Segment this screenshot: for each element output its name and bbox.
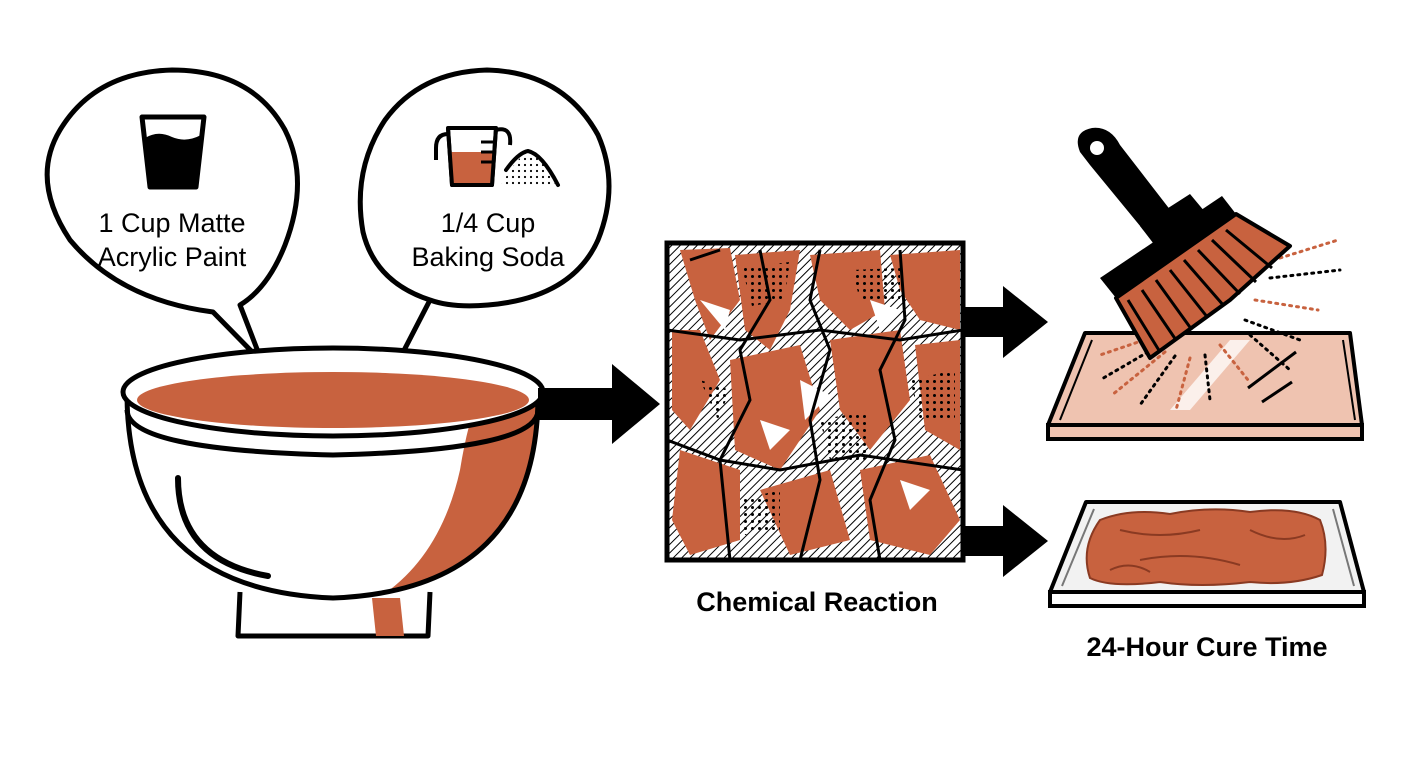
arrow-right-icon [963, 505, 1048, 577]
brush-icon [1077, 127, 1292, 360]
ingredient-bubble-paint: 1 Cup Matte 1/4 Cup Acrylic Paint [44, 67, 300, 365]
rust-texture-icon [664, 240, 966, 563]
reaction-step-label: Chemical Reaction [696, 587, 938, 617]
paint-amount-label: 1 Cup Matte [98, 208, 245, 238]
paint-type-label: Acrylic Paint [98, 242, 247, 272]
ingredient-bubble-baking-soda: 1/4 Cup Baking Soda [357, 67, 612, 365]
tray-icon [1046, 331, 1364, 441]
measuring-cup-powder-icon [434, 126, 560, 187]
brush-application-illustration [1046, 127, 1364, 441]
soda-name-label: Baking Soda [411, 242, 565, 272]
cured-tray-illustration [1048, 500, 1366, 608]
mixing-bowl-icon [120, 345, 546, 639]
soda-amount-label: 1/4 Cup [441, 208, 536, 238]
glass-icon [139, 114, 207, 190]
cure-step-label: 24-Hour Cure Time [1086, 632, 1327, 662]
spray-rays [1098, 238, 1342, 412]
arrow-right-icon [963, 286, 1048, 358]
cured-rust-slab [1085, 508, 1327, 586]
arrow-right-icon [538, 364, 660, 444]
